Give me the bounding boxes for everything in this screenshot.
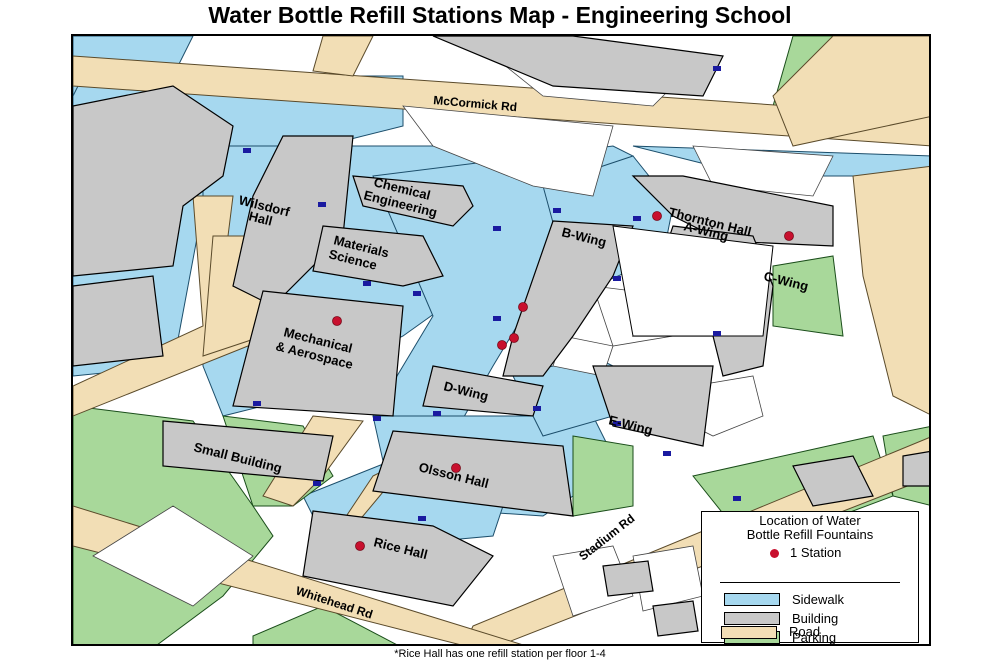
building-rice	[302, 510, 494, 607]
campus-map[interactable]: McCormick Rd Stadium Rd Whitehead Rd Che…	[71, 34, 931, 646]
station-marker[interactable]	[509, 333, 519, 343]
building-small	[162, 420, 334, 482]
legend-title-line1: Location of Water	[759, 513, 861, 528]
legend-title-line2: Bottle Refill Fountains	[746, 527, 874, 542]
legend-label-road: Road	[789, 624, 821, 639]
map-canvas: McCormick Rd Stadium Rd Whitehead Rd Che…	[73, 36, 929, 644]
building-south	[602, 560, 654, 597]
building-layer	[73, 36, 929, 637]
map-title: Water Bottle Refill Stations Map - Engin…	[208, 2, 792, 28]
footnote: *Rice Hall has one refill station per fl…	[394, 648, 606, 660]
label-wilsdorf-2: Hall	[247, 208, 274, 228]
legend-label-building: Building	[792, 611, 839, 626]
station-marker[interactable]	[497, 340, 507, 350]
road-swatch-icon	[721, 626, 777, 639]
building-materials	[312, 225, 444, 287]
building-west	[73, 85, 234, 277]
station-markers	[332, 211, 794, 551]
building-north	[432, 36, 724, 97]
building-mechanical	[232, 290, 404, 417]
sidewalk-swatch-icon	[724, 593, 780, 606]
building-thornton-a	[631, 175, 834, 247]
legend-label-sidewalk: Sidewalk	[792, 592, 845, 607]
building-olsson	[372, 430, 574, 517]
building-chemical	[352, 175, 474, 227]
station-dot-icon	[770, 549, 779, 558]
door-markers	[243, 66, 741, 521]
building-west-lower	[73, 275, 164, 367]
building-swatch-icon	[724, 612, 780, 625]
building-east	[792, 455, 874, 507]
station-marker[interactable]	[784, 231, 794, 241]
legend-label-parking: Parking	[792, 630, 837, 645]
legend-title: Location of Water Bottle Refill Fountain…	[702, 514, 918, 542]
building-e-wing	[592, 365, 714, 447]
station-marker[interactable]	[451, 463, 461, 473]
building-d-wing	[422, 365, 544, 417]
station-marker[interactable]	[518, 302, 528, 312]
station-marker[interactable]	[332, 316, 342, 326]
legend-row-road: Road	[699, 624, 917, 644]
station-marker[interactable]	[652, 211, 662, 221]
map-legend: Location of Water Bottle Refill Fountain…	[701, 511, 919, 645]
legend-station-label: 1 Station	[790, 545, 842, 560]
legend-divider	[720, 582, 900, 583]
station-marker[interactable]	[355, 541, 365, 551]
thornton-courtyard	[612, 225, 774, 337]
building-south-2	[652, 600, 699, 637]
building-east-far	[902, 451, 929, 487]
